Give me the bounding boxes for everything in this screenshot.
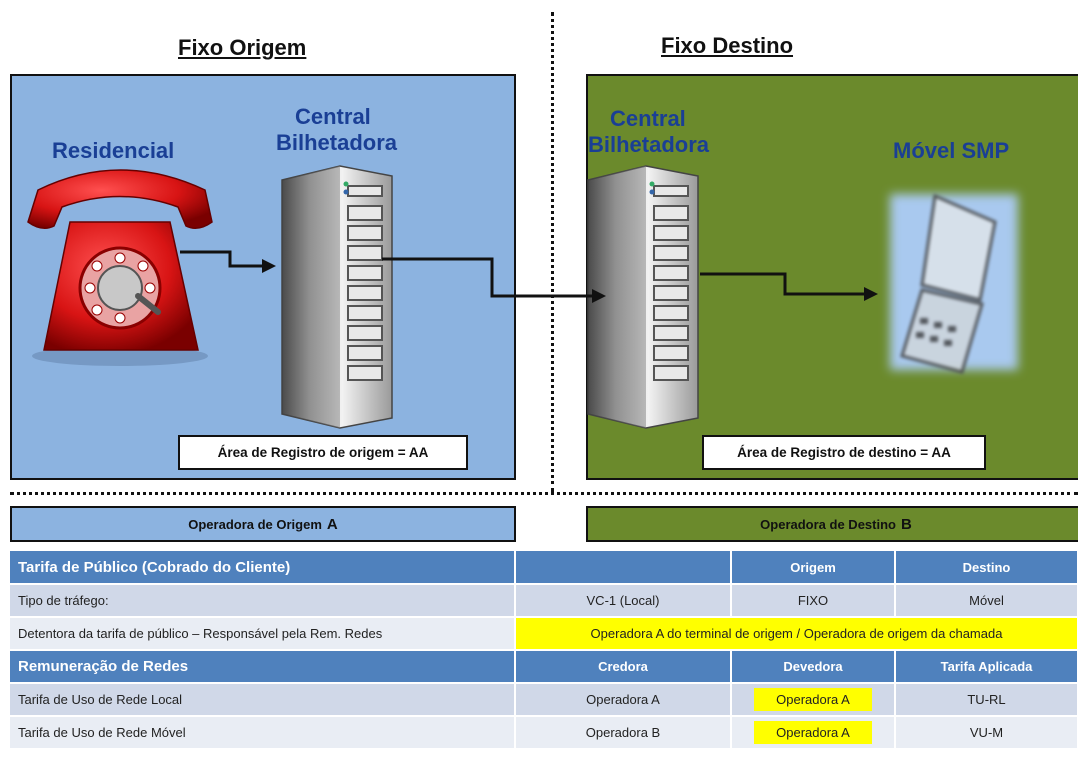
destination-operator-letter: B [900, 515, 912, 533]
row-local-label: Tarifa de Uso de Rede Local [10, 683, 516, 717]
row-tipo-origem: FIXO [731, 584, 896, 618]
header-origem: Origem [731, 551, 896, 585]
telephone-icon [27, 169, 213, 366]
origin-section-title: Fixo Origem [178, 35, 307, 60]
row-movel-devedora-cell: Operadora A [731, 716, 896, 750]
header-remuneracao: Remuneração de Redes [10, 650, 516, 684]
destination-operator-label: Operadora de Destino [760, 516, 896, 532]
row-local-devedora: Operadora A [754, 688, 872, 711]
destination-central-line1: Central [610, 106, 686, 131]
row-local-devedora-cell: Operadora A [731, 683, 896, 717]
row-local-credora: Operadora A [515, 683, 732, 717]
connection-arrows [180, 250, 866, 298]
destination-area-box: Área de Registro de destino = AA [702, 435, 986, 470]
diagram-drawing [27, 165, 1018, 429]
origin-operator-bar: Operadora de Origem A [10, 506, 516, 542]
destination-central-line2: Bilhetadora [588, 132, 710, 157]
row-detentora-label: Detentora da tarifa de público – Respons… [10, 617, 516, 651]
destination-section-title: Fixo Destino [661, 33, 794, 58]
header-tarifa-aplicada: Tarifa Aplicada [895, 650, 1078, 684]
horizontal-divider [10, 492, 1078, 495]
table-row: Tipo de tráfego: VC-1 (Local) FIXO Móvel [10, 584, 1078, 618]
mobile-smp-label: Móvel SMP [893, 138, 1010, 163]
destination-operator-bar: Operadora de Destino B [586, 506, 1078, 542]
origin-server-icon [281, 165, 393, 429]
tariff-table: Tarifa de Público (Cobrado do Cliente) O… [10, 551, 1078, 750]
destination-central-label: Central Bilhetadora [588, 106, 709, 158]
row-tipo-label: Tipo de tráfego: [10, 584, 516, 618]
header-devedora: Devedora [731, 650, 896, 684]
header-destino: Destino [895, 551, 1078, 585]
table-row: Tarifa de Uso de Rede Local Operadora A … [10, 683, 1078, 717]
origin-area-box: Área de Registro de origem = AA [178, 435, 468, 470]
mobile-phone-icon [890, 193, 1018, 374]
row-tipo-destino: Móvel [895, 584, 1078, 618]
vertical-divider [551, 12, 554, 492]
table-row: Detentora da tarifa de público – Respons… [10, 617, 1078, 651]
residencial-label: Residencial [52, 138, 175, 163]
row-detentora-value: Operadora A do terminal de origem / Oper… [515, 617, 1078, 651]
row-movel-credora: Operadora B [515, 716, 732, 750]
table-row: Tarifa de Uso de Rede Móvel Operadora B … [10, 716, 1078, 750]
header-blank [515, 551, 732, 585]
arrow-heads [262, 259, 878, 303]
network-header-row: Remuneração de Redes Credora Devedora Ta… [10, 650, 1078, 684]
row-movel-devedora: Operadora A [754, 721, 872, 744]
origin-operator-letter: A [326, 515, 338, 533]
header-credora: Credora [515, 650, 732, 684]
row-local-tarifa: TU-RL [895, 683, 1078, 717]
origin-central-label: Central Bilhetadora [276, 104, 397, 156]
origin-operator-label: Operadora de Origem [188, 516, 322, 532]
destination-server-icon [587, 165, 699, 429]
row-movel-tarifa: VU-M [895, 716, 1078, 750]
origin-central-line1: Central [295, 104, 371, 129]
header-public-tariff: Tarifa de Público (Cobrado do Cliente) [10, 551, 516, 585]
row-movel-label: Tarifa de Uso de Rede Móvel [10, 716, 516, 750]
origin-central-line2: Bilhetadora [276, 130, 398, 155]
tariff-header-row: Tarifa de Público (Cobrado do Cliente) O… [10, 551, 1078, 585]
row-tipo-traffic: VC-1 (Local) [515, 584, 732, 618]
